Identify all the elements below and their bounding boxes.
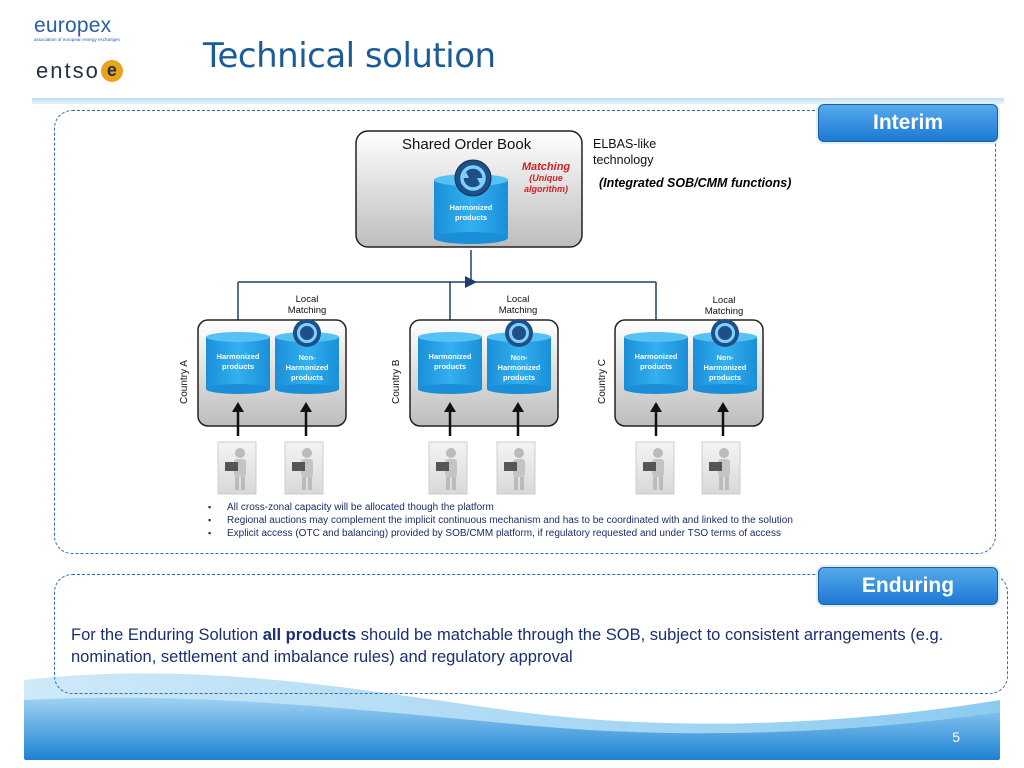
country-a-n3: products: [290, 373, 324, 382]
country-b-harmonized-label: Harmonized products: [418, 352, 482, 372]
country-c-matching-icon: [711, 319, 739, 347]
country-c-label: Country C: [597, 358, 608, 404]
europex-wordmark: europex: [34, 14, 112, 37]
country-c-n3: products: [708, 373, 742, 382]
matching-title: Matching: [521, 161, 571, 173]
entsoe-logo: entso e: [36, 58, 123, 84]
country-c-local-line1: Local: [712, 295, 736, 306]
country-a-h1: Harmonized: [216, 352, 260, 361]
sob-harmonized-line2: products: [454, 213, 488, 222]
entsoe-wordmark: entso: [36, 58, 100, 83]
country-c-n1: Non-: [716, 353, 734, 362]
country-b-n2: Harmonized: [497, 363, 541, 372]
europex-tagline: association of european energy exchanges: [34, 37, 120, 42]
country-b-local-line1: Local: [506, 294, 530, 305]
country-b-h1: Harmonized: [428, 352, 472, 361]
bullet-item: Regional auctions may complement the imp…: [208, 514, 793, 527]
europex-logo: europex association of european energy e…: [34, 14, 120, 42]
country-c-harmonized-cylinder: [624, 332, 688, 394]
elbas-note: ELBAS-like technology: [593, 136, 656, 168]
country-b-local-matching: Local Matching: [488, 294, 548, 316]
sob-harmonized-line1: Harmonized: [449, 203, 493, 212]
country-c-h2: products: [639, 362, 673, 371]
enduring-panel: [54, 574, 1008, 694]
trader-arrows: [232, 402, 729, 436]
interim-panel: [54, 110, 996, 554]
country-c-non-harmonized-label: Non- Harmonized products: [693, 353, 757, 383]
matching-label: Matching (Unique algorithm): [517, 162, 575, 195]
enduring-text-bold: all products: [262, 626, 357, 644]
country-b-n1: Non-: [510, 353, 528, 362]
enduring-label: Enduring: [818, 567, 998, 605]
trader-icons: [217, 441, 741, 495]
enduring-text-before: For the Enduring Solution: [71, 626, 263, 644]
matching-sub1: (Unique: [529, 173, 563, 183]
enduring-text-after: should be matchable through the SOB, sub…: [71, 626, 944, 666]
country-a-harmonized-label: Harmonized products: [206, 352, 270, 372]
country-a-n2: Harmonized: [285, 363, 329, 372]
bullet-item: All cross-zonal capacity will be allocat…: [208, 501, 793, 514]
enduring-description: For the Enduring Solution all products s…: [71, 624, 971, 668]
header-divider: [32, 98, 1004, 104]
sob-harmonized-cylinder: [434, 174, 508, 244]
sob-title: Shared Order Book: [402, 136, 532, 153]
country-c-h1: Harmonized: [634, 352, 678, 361]
country-a-non-harmonized-label: Non- Harmonized products: [275, 353, 339, 383]
interim-label: Interim: [818, 104, 998, 142]
country-a-local-matching: Local Matching: [277, 294, 337, 316]
sob-matching-icon: [454, 159, 492, 197]
country-c-local-matching: Local Matching: [694, 295, 754, 317]
country-c-harmonized-label: Harmonized products: [624, 352, 688, 372]
country-b-n3: products: [502, 373, 536, 382]
country-a-label: Country A: [179, 360, 190, 404]
elbas-line2: technology: [593, 153, 654, 167]
country-a-local-line2: Matching: [287, 305, 327, 316]
country-a-local-line1: Local: [295, 294, 319, 305]
entsoe-badge: e: [100, 60, 123, 82]
country-a-harmonized-cylinder: [206, 332, 270, 394]
country-b-matching-icon: [505, 319, 533, 347]
country-a-matching-icon: [293, 319, 321, 347]
country-c-n2: Harmonized: [703, 363, 747, 372]
page-title: Technical solution: [203, 36, 496, 76]
country-b-label: Country B: [391, 359, 402, 404]
bullet-item: Explicit access (OTC and balancing) prov…: [208, 527, 793, 540]
interim-bullet-list: All cross-zonal capacity will be allocat…: [208, 501, 793, 540]
page-number: 5: [952, 729, 960, 745]
integrated-note: (Integrated SOB/CMM functions): [599, 176, 792, 190]
country-b-harmonized-cylinder: [418, 332, 482, 394]
elbas-line1: ELBAS-like: [593, 137, 657, 151]
country-b-local-line2: Matching: [498, 305, 538, 316]
country-a-n1: Non-: [298, 353, 316, 362]
country-b-non-harmonized-label: Non- Harmonized products: [487, 353, 551, 383]
matching-sub2: algorithm): [524, 184, 568, 194]
sob-harmonized-label: Harmonized products: [436, 203, 506, 223]
country-a-h2: products: [221, 362, 255, 371]
country-c-local-line2: Matching: [704, 306, 744, 317]
country-b-h2: products: [433, 362, 467, 371]
